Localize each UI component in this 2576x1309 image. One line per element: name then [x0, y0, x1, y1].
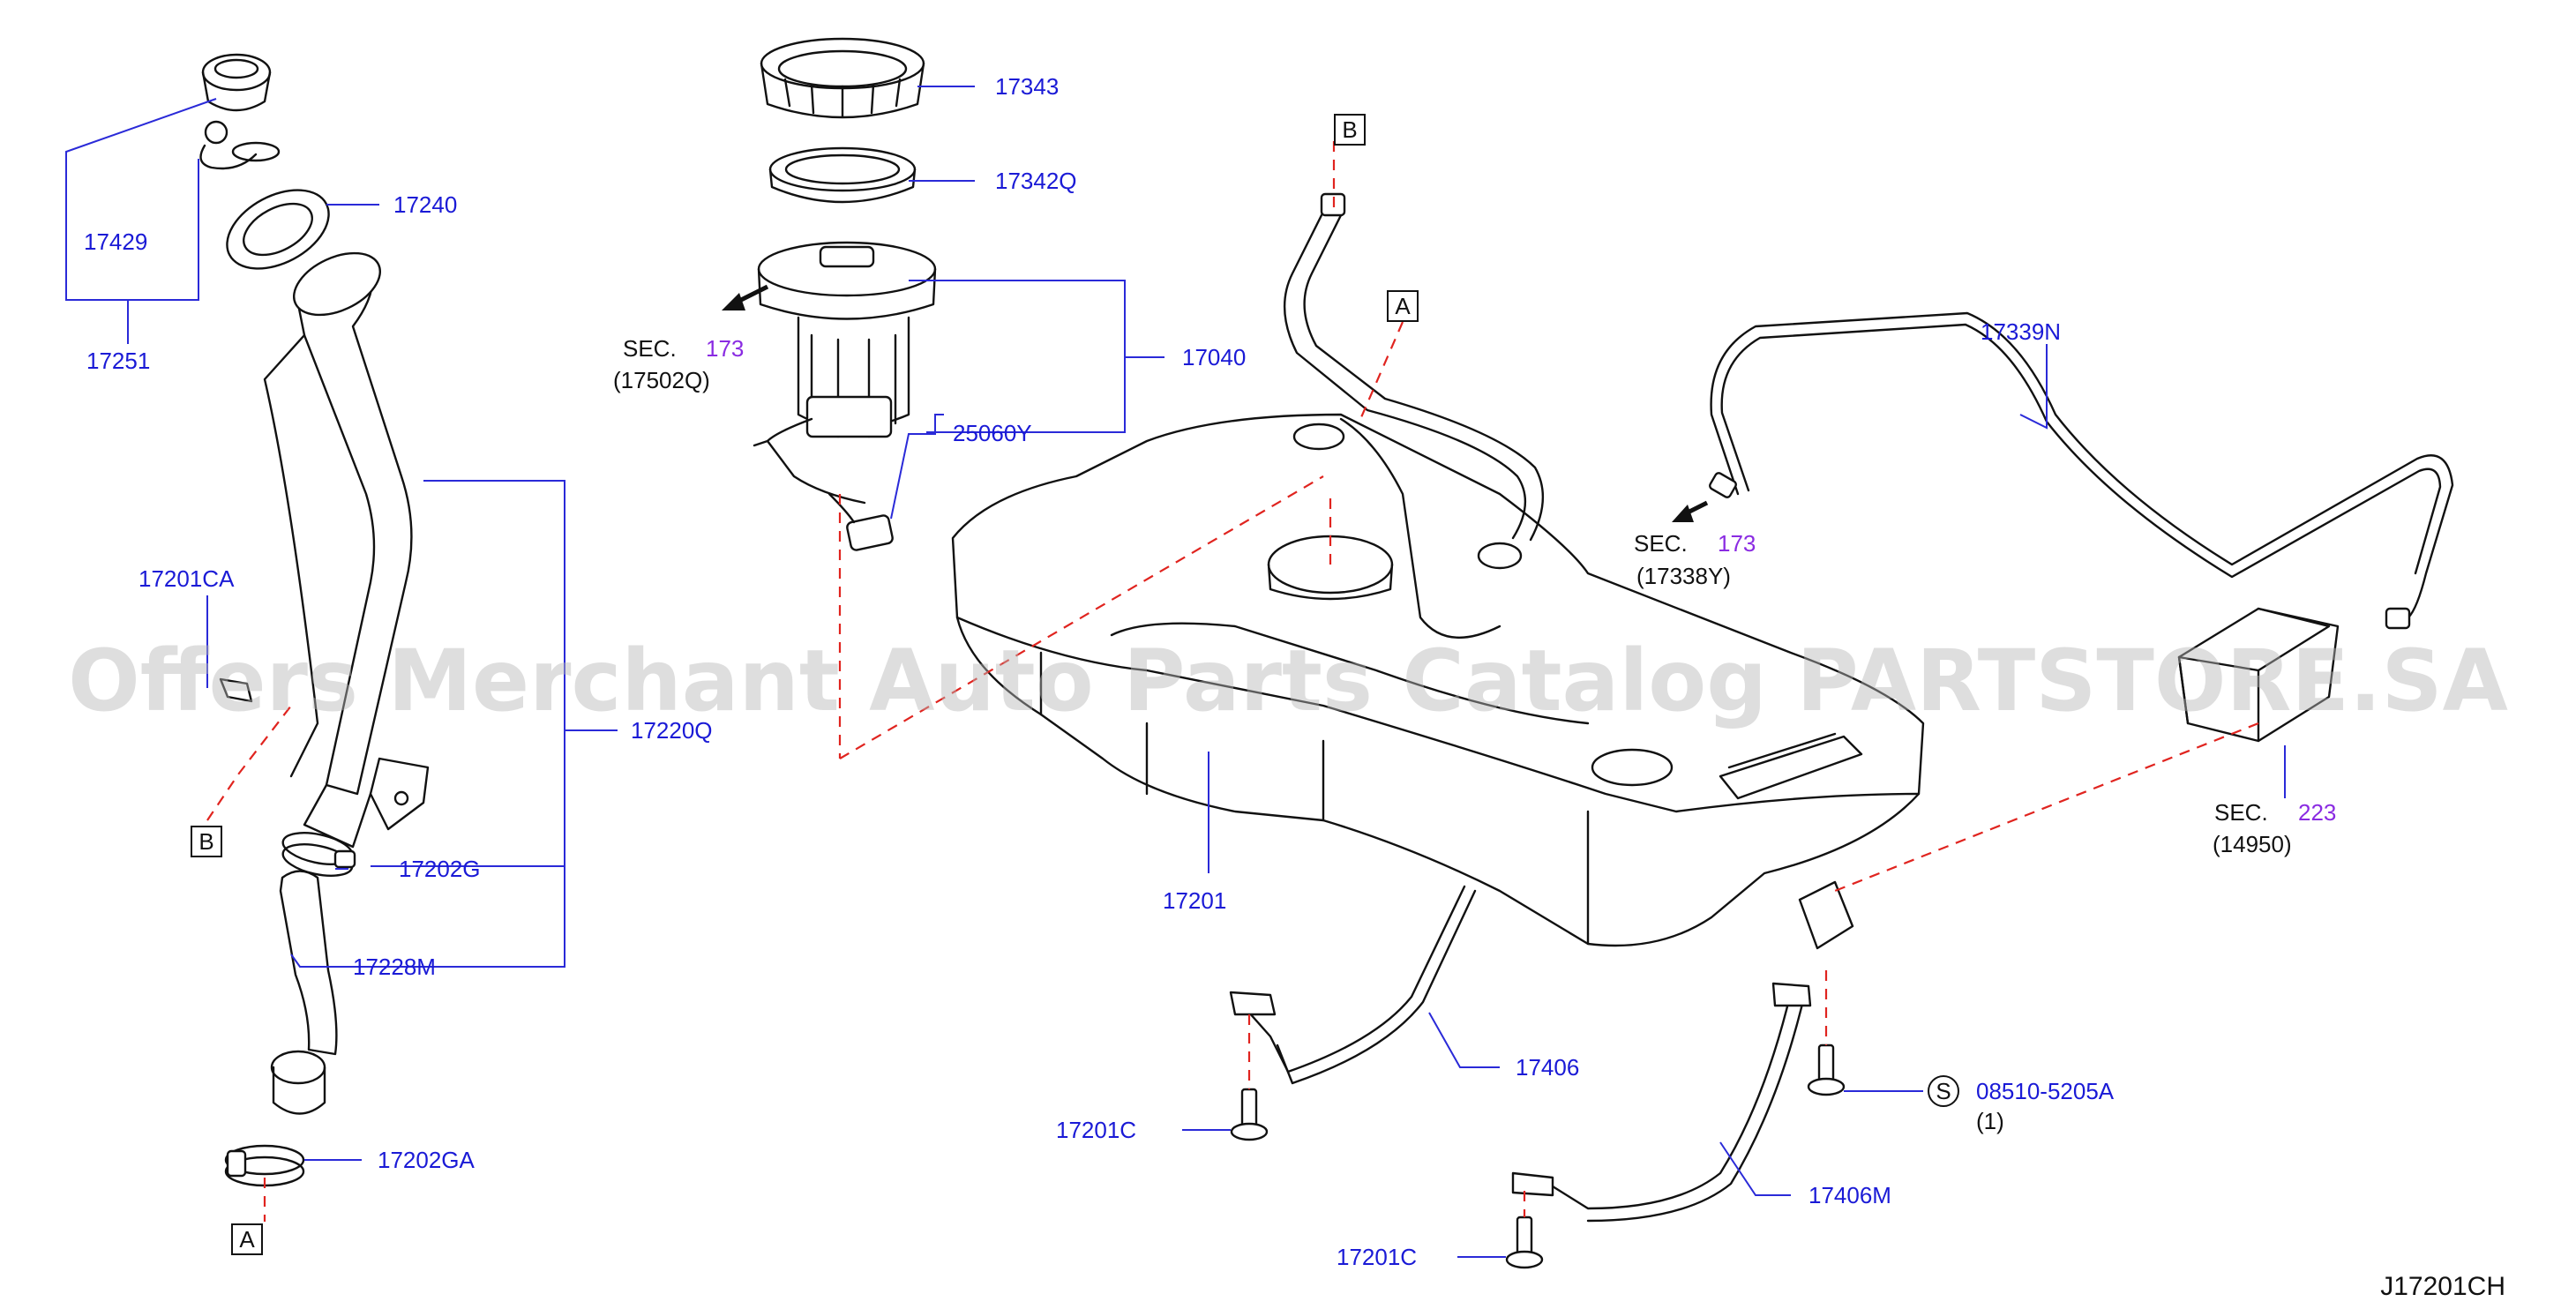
- label-17201ca: 17201CA: [139, 565, 235, 592]
- label-17201: 17201: [1163, 887, 1226, 914]
- tether-clip: [199, 120, 281, 170]
- marker-a-bottom: A: [231, 1223, 263, 1255]
- label-25060y: 25060Y: [953, 420, 1032, 446]
- label-17343: 17343: [995, 73, 1059, 100]
- sec-canister-label: SEC.: [2214, 799, 2268, 826]
- bolt-17201c-b: [1505, 1216, 1544, 1269]
- alignment-dashes: [206, 141, 2259, 1222]
- label-17339n: 17339N: [1981, 318, 2061, 345]
- label-17202g: 17202G: [399, 856, 481, 882]
- label-17201c-a: 17201C: [1056, 1117, 1136, 1143]
- label-17406: 17406: [1516, 1054, 1579, 1081]
- svg-text:S: S: [1936, 1078, 1951, 1104]
- filler-neck-tube: [263, 251, 430, 849]
- label-17406m: 17406M: [1808, 1182, 1891, 1208]
- evap-pipe: [1709, 311, 2454, 630]
- label-17220q: 17220Q: [631, 717, 713, 744]
- leader-lines: [65, 86, 2286, 1258]
- sec-pump-ref: (17502Q): [613, 367, 710, 393]
- label-08510-5205a: 08510-5205A: [1976, 1078, 2115, 1104]
- label-17251: 17251: [86, 348, 150, 374]
- label-17429: 17429: [84, 228, 147, 255]
- small-bolt-17201ca: [219, 677, 253, 703]
- filler-neck-seal: [226, 189, 330, 270]
- sec-pipe-label: SEC.: [1634, 530, 1688, 557]
- svg-text:A: A: [239, 1226, 255, 1253]
- marker-b-top: B: [1334, 114, 1366, 146]
- bolt-17201c-a: [1230, 1088, 1269, 1141]
- label-17202ga: 17202GA: [378, 1147, 476, 1173]
- tank-strap-17406m: [1511, 982, 1812, 1223]
- sec-pump-label: SEC.: [623, 335, 677, 362]
- filler-hose: [270, 870, 338, 1115]
- fuel-pump-gasket: [768, 146, 917, 204]
- svg-text:B: B: [198, 828, 213, 855]
- label-17201c-b: 17201C: [1337, 1244, 1417, 1270]
- marker-b-left: B: [191, 826, 222, 857]
- label-17342q: 17342Q: [995, 168, 1077, 194]
- svg-text:B: B: [1342, 116, 1357, 143]
- sec-canister-number: 223: [2298, 799, 2336, 826]
- tank-strap-17406: [1229, 885, 1477, 1085]
- marker-s-circle: S: [1928, 1075, 1959, 1107]
- marker-a-top: A: [1387, 290, 1419, 322]
- fuel-pump-lock-ring: [760, 37, 925, 119]
- sec-pump-number: 173: [706, 335, 744, 362]
- svg-text:A: A: [1395, 293, 1411, 319]
- label-17240: 17240: [393, 191, 457, 218]
- sec-pipe-number: 173: [1718, 530, 1756, 557]
- sec-arrow-pump: [722, 284, 769, 310]
- sec-canister-ref: (14950): [2213, 831, 2292, 857]
- watermark-text: Offers Merchant Auto Parts Catalog PARTS…: [68, 632, 2508, 730]
- quantity-note: (1): [1976, 1108, 2004, 1134]
- bolt-08510-5205a: [1807, 1043, 1846, 1096]
- fuel-pump-module: [753, 241, 937, 551]
- breather-pipe: [1284, 192, 1544, 640]
- diagram-code: J17201CH: [2380, 1272, 2505, 1301]
- sec-arrow-pipe: [1672, 500, 1709, 522]
- sec-pipe-ref: (17338Y): [1636, 563, 1731, 589]
- evap-canister: [2177, 607, 2340, 743]
- fuel-tank: [951, 413, 1925, 950]
- label-17228m: 17228M: [353, 954, 436, 980]
- hose-clamp-upper: [281, 832, 356, 877]
- filler-cap: [201, 53, 272, 112]
- label-17040: 17040: [1182, 344, 1246, 370]
